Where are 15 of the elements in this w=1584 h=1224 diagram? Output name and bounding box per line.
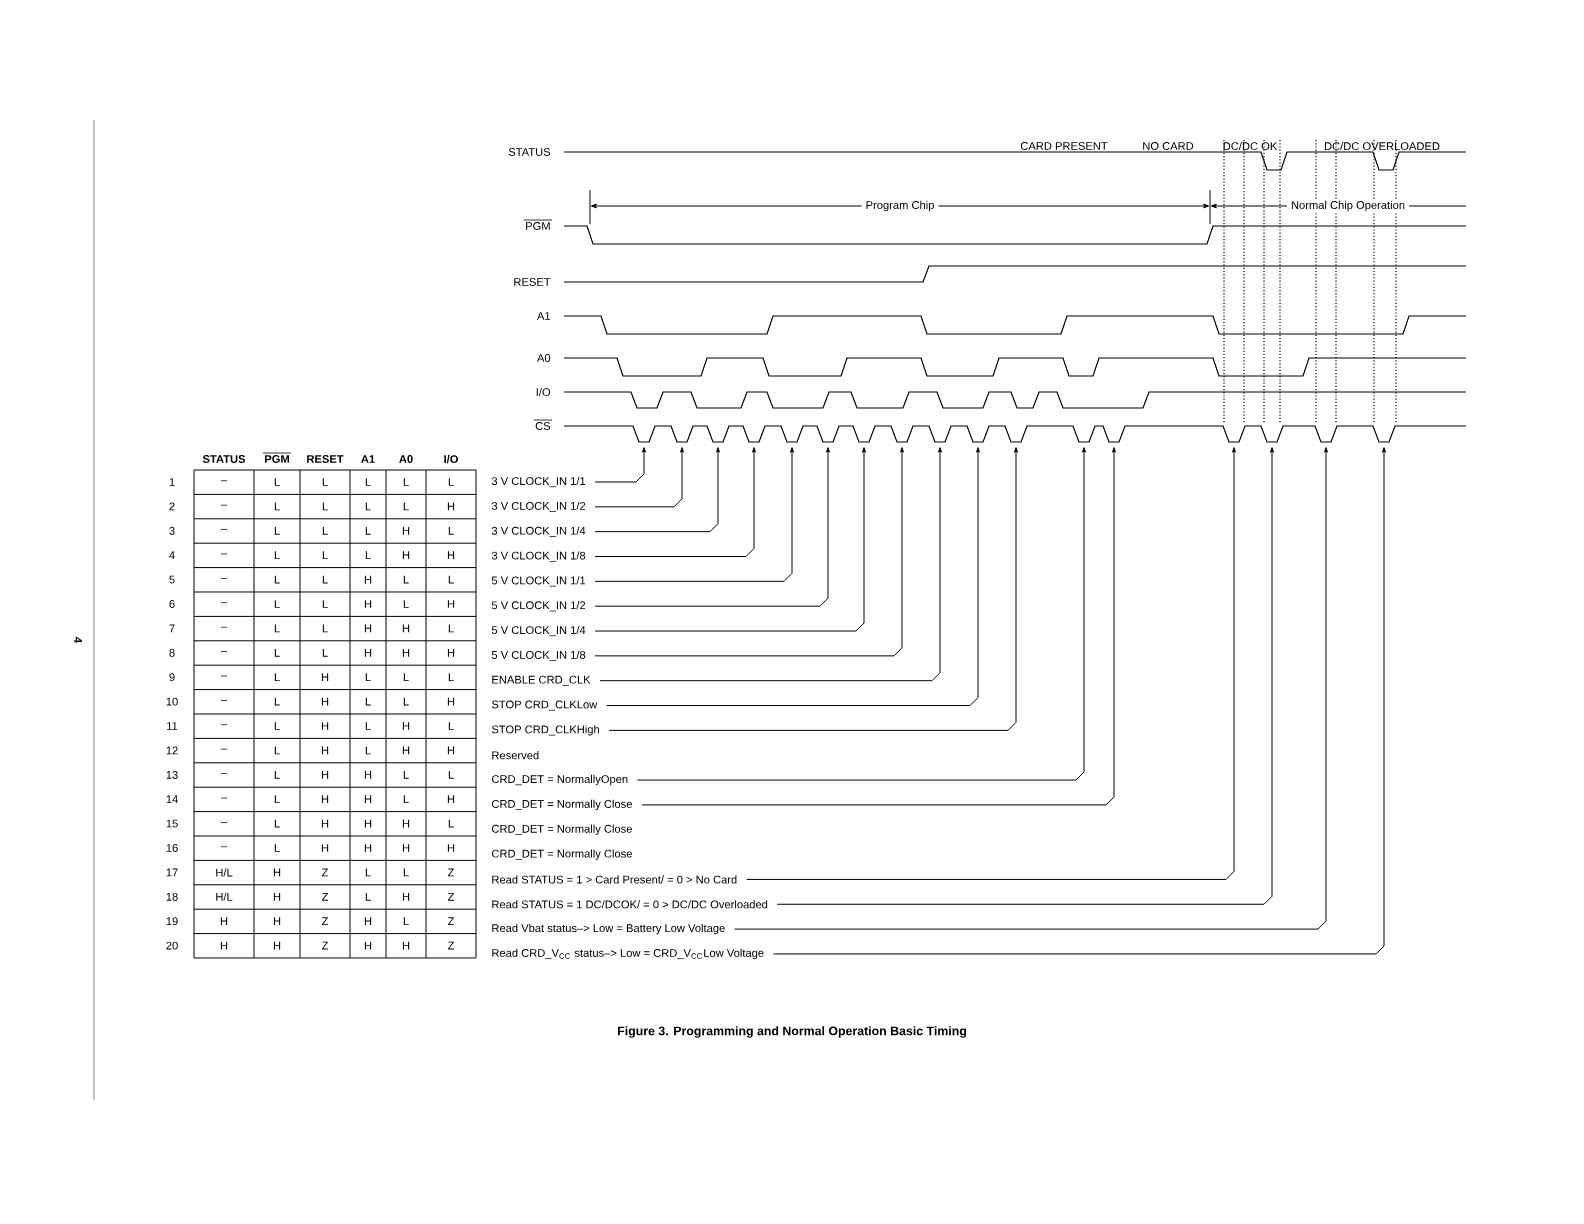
leader-line bbox=[734, 447, 1328, 930]
leader-line bbox=[608, 447, 1018, 731]
leader-line bbox=[772, 447, 1386, 955]
leader-line bbox=[594, 447, 647, 483]
leader-line bbox=[594, 447, 685, 508]
leader-line bbox=[594, 447, 866, 632]
leader-line bbox=[776, 447, 1274, 905]
leader-line bbox=[594, 447, 831, 607]
leader-line bbox=[594, 447, 795, 582]
leader-line bbox=[606, 447, 980, 707]
leader-line bbox=[594, 447, 904, 657]
leader-line bbox=[594, 447, 757, 557]
leader-line bbox=[746, 447, 1236, 880]
leader-line bbox=[594, 447, 721, 533]
leader-line bbox=[599, 447, 942, 682]
